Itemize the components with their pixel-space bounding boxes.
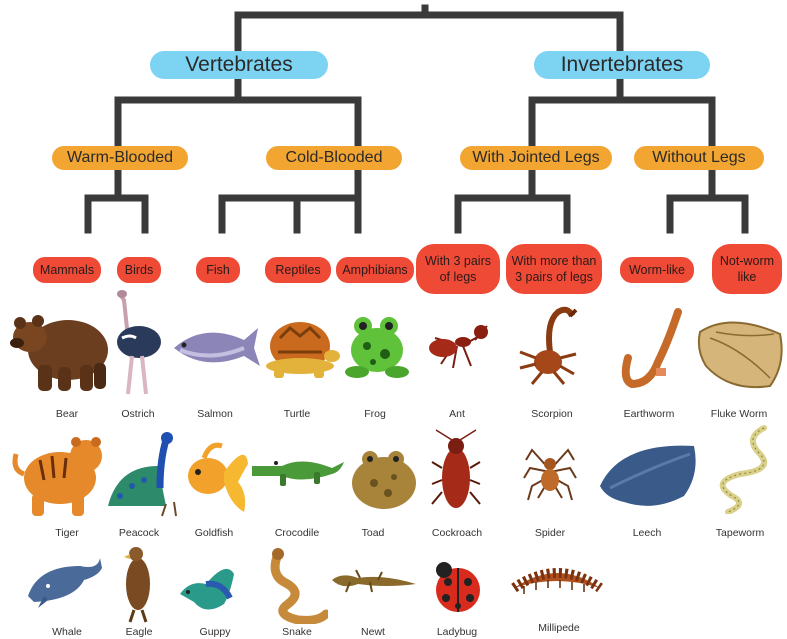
invertebrates-node: Invertebrates <box>534 51 710 79</box>
millipede-label: Millipede <box>514 622 604 634</box>
ladybug-label: Ladybug <box>412 626 502 638</box>
more-pairs-line1: With more than <box>512 253 597 269</box>
not-worm-like-node: Not-worm like <box>712 244 782 294</box>
salmon-label: Salmon <box>170 408 260 420</box>
frog-label: Frog <box>330 408 420 420</box>
ladybug-illustration <box>430 556 482 618</box>
earthworm-illustration <box>620 308 686 396</box>
leech-illustration <box>596 440 700 514</box>
fluke-worm-label: Fluke Worm <box>694 408 784 420</box>
vertebrates-node: Vertebrates <box>150 51 328 79</box>
goldfish-illustration <box>184 438 250 514</box>
eagle-illustration <box>120 544 156 624</box>
reptiles-node: Reptiles <box>265 257 331 283</box>
turtle-illustration <box>260 316 340 381</box>
warm-blooded-node: Warm-Blooded <box>52 146 188 170</box>
tiger-illustration <box>10 428 105 520</box>
three-pairs-line1: With 3 pairs <box>425 253 491 269</box>
bear-illustration <box>10 305 110 395</box>
not-worm-line2: like <box>738 269 757 285</box>
ostrich-illustration <box>112 288 162 398</box>
jointed-legs-node: With Jointed Legs <box>460 146 612 170</box>
ant-illustration <box>425 316 493 378</box>
millipede-illustration <box>510 568 604 602</box>
ant-label: Ant <box>412 408 502 420</box>
scorpion-label: Scorpion <box>507 408 597 420</box>
salmon-illustration <box>170 320 262 370</box>
frog-illustration <box>343 312 413 382</box>
three-pairs-legs-node: With 3 pairs of legs <box>416 244 500 294</box>
toad-label: Toad <box>328 527 418 539</box>
birds-node: Birds <box>117 257 161 283</box>
without-legs-node: Without Legs <box>634 146 764 170</box>
fluke-worm-illustration <box>696 314 784 390</box>
more-pairs-line2: 3 pairs of legs <box>515 269 593 285</box>
tapeworm-label: Tapeworm <box>695 527 785 539</box>
whale-illustration <box>24 556 104 612</box>
cockroach-illustration <box>430 428 482 520</box>
cold-blooded-node: Cold-Blooded <box>266 146 402 170</box>
goldfish-label: Goldfish <box>169 527 259 539</box>
earthworm-label: Earthworm <box>604 408 694 420</box>
more-pairs-legs-node: With more than 3 pairs of legs <box>506 244 602 294</box>
turtle-label: Turtle <box>252 408 342 420</box>
leech-label: Leech <box>602 527 692 539</box>
newt-illustration <box>330 566 418 596</box>
tapeworm-illustration <box>716 424 774 514</box>
cockroach-label: Cockroach <box>412 527 502 539</box>
scorpion-illustration <box>514 302 584 388</box>
crocodile-illustration <box>250 450 345 490</box>
guppy-label: Guppy <box>170 626 260 638</box>
amphibians-node: Amphibians <box>336 257 414 283</box>
worm-like-node: Worm-like <box>620 257 694 283</box>
not-worm-line1: Not-worm <box>720 253 774 269</box>
toad-illustration <box>348 445 420 515</box>
snake-illustration <box>266 546 328 624</box>
three-pairs-line2: of legs <box>440 269 477 285</box>
fish-node: Fish <box>196 257 240 283</box>
newt-label: Newt <box>328 626 418 638</box>
guppy-illustration <box>176 560 236 616</box>
peacock-illustration <box>104 430 184 518</box>
mammals-node: Mammals <box>33 257 101 283</box>
spider-label: Spider <box>505 527 595 539</box>
spider-illustration <box>522 440 578 510</box>
